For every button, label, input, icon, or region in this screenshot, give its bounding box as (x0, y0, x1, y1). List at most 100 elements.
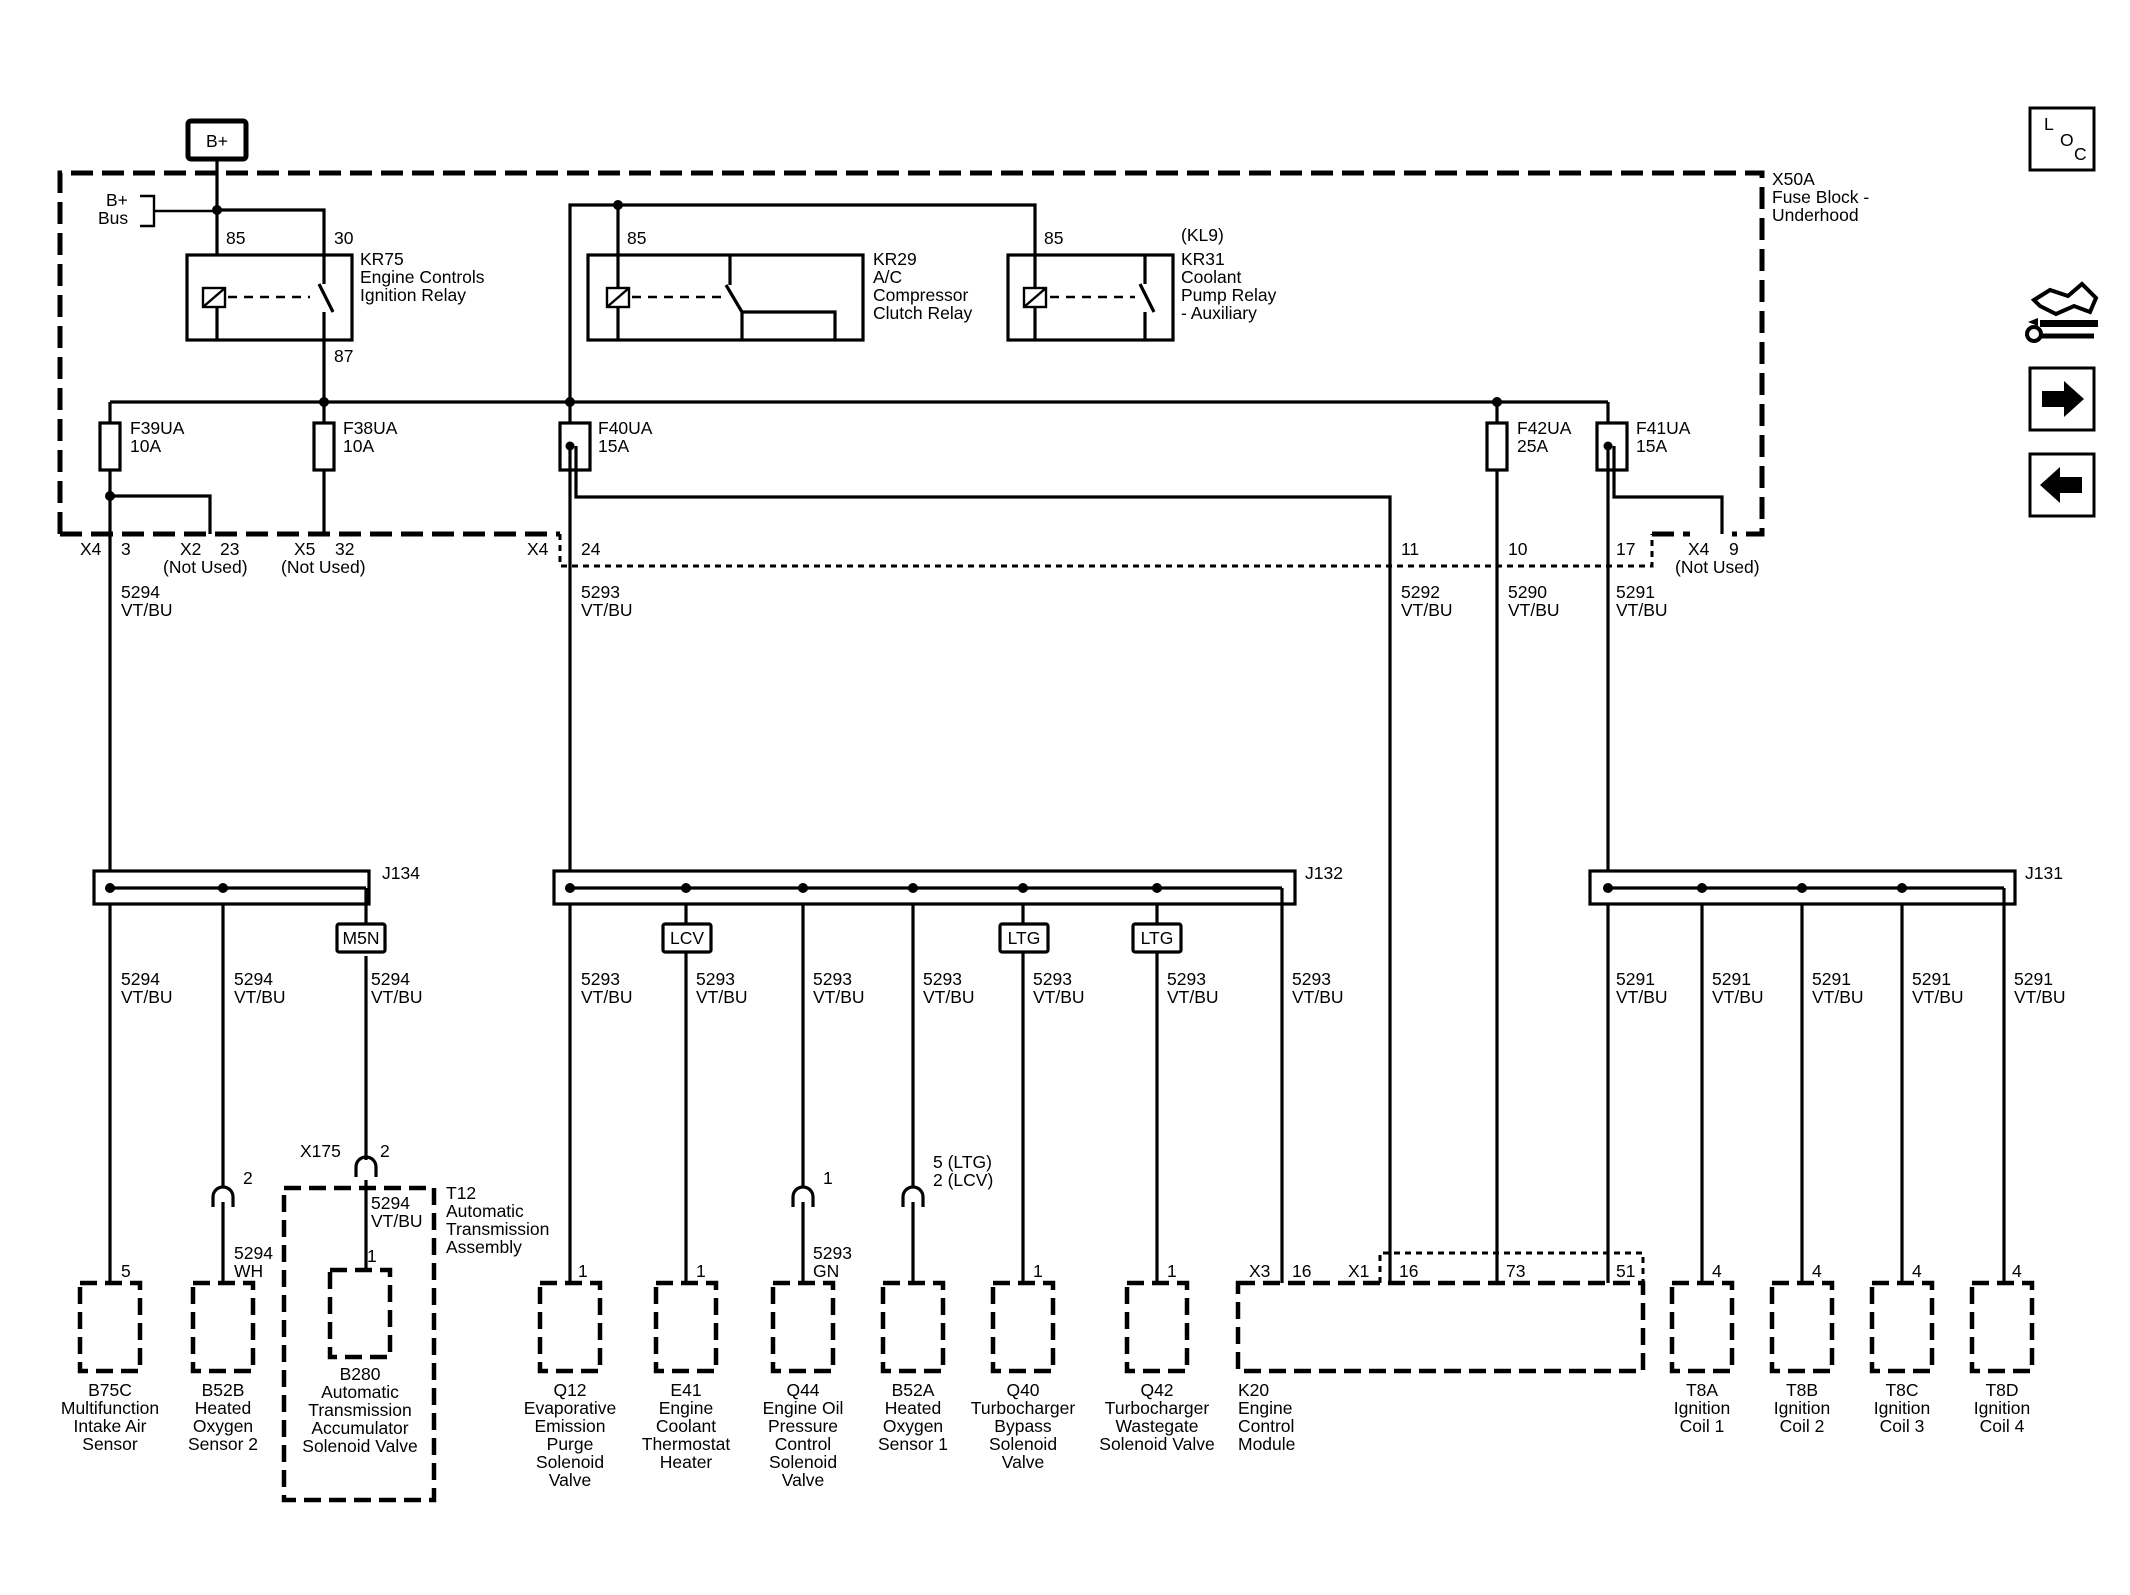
svg-text:K20: K20 (1238, 1380, 1269, 1400)
fuse-f39ua: F39UA 10A (98, 402, 212, 534)
svg-text:Turbocharger: Turbocharger (971, 1398, 1076, 1418)
kr29-desc-3: Clutch Relay (873, 303, 972, 323)
f38ua-rating: 10A (343, 436, 374, 456)
k20-ecm: X3 16 X1 16 73 51 (1235, 1251, 1646, 1374)
f41ua-rating: 15A (1636, 436, 1667, 456)
x4-pin-9: 9 (1729, 539, 1739, 559)
component-q44 (770, 1280, 836, 1374)
x2-conn: X2 (180, 539, 201, 559)
component-t8a: 4 (1669, 1261, 1735, 1374)
svg-text:Ignition: Ignition (1674, 1398, 1730, 1418)
svg-text:VT/BU: VT/BU (371, 987, 423, 1007)
x175-wire-color: VT/BU (371, 1211, 423, 1231)
svg-text:Heated: Heated (195, 1398, 251, 1418)
x4-conn-a: X4 (80, 539, 102, 559)
svg-text:5291: 5291 (1912, 969, 1951, 989)
svg-text:B75C: B75C (88, 1380, 132, 1400)
svg-text:Solenoid Valve: Solenoid Valve (1099, 1434, 1214, 1454)
svg-text:Q44: Q44 (786, 1380, 819, 1400)
svg-text:Q42: Q42 (1140, 1380, 1173, 1400)
svg-text:5293: 5293 (581, 969, 620, 989)
svg-text:Thermostat: Thermostat (642, 1434, 731, 1454)
svg-text:VT/BU: VT/BU (1167, 987, 1219, 1007)
q44-wire-circuit: 5293 (813, 1243, 852, 1263)
component-t8b: 4 (1769, 1261, 1835, 1374)
relay-kr31: 85 (KL9) KR31 Coolant Pump Relay - Auxil… (1006, 225, 1277, 342)
svg-text:Automatic: Automatic (321, 1382, 399, 1402)
svg-text:Emission: Emission (535, 1416, 606, 1436)
f38ua-id: F38UA (343, 418, 398, 438)
svg-text:Solenoid: Solenoid (989, 1434, 1057, 1454)
svg-text:Engine: Engine (1238, 1398, 1293, 1418)
inline-connectors (211, 1155, 925, 1207)
wire-5291-color: VT/BU (1616, 600, 1668, 620)
svg-text:VT/BU: VT/BU (1033, 987, 1085, 1007)
svg-text:Oxygen: Oxygen (193, 1416, 253, 1436)
svg-text:Q40: Q40 (1006, 1380, 1039, 1400)
x4-pin-24: 24 (581, 539, 601, 559)
svg-text:VT/BU: VT/BU (1616, 987, 1668, 1007)
b52a-conn-pin-ltg: 5 (LTG) (933, 1152, 992, 1172)
x2-pin-23: 23 (220, 539, 239, 559)
svg-text:VT/BU: VT/BU (696, 987, 748, 1007)
wire-5292-color: VT/BU (1401, 600, 1453, 620)
splice-j132: J132 (552, 863, 1343, 1283)
x2-not-used: (Not Used) (163, 557, 248, 577)
kr75-desc-1: Engine Controls (360, 267, 485, 287)
svg-text:4: 4 (1912, 1261, 1922, 1281)
locator-button[interactable]: L O C (2028, 106, 2096, 172)
svg-text:Module: Module (1238, 1434, 1295, 1454)
svg-text:4: 4 (2012, 1261, 2022, 1281)
bus-label-2: Bus (98, 208, 128, 228)
svg-text:VT/BU: VT/BU (923, 987, 975, 1007)
b52a-conn-pin-lcv: 2 (LCV) (933, 1170, 993, 1190)
k20-x1: X1 (1348, 1261, 1369, 1281)
svg-text:M5N: M5N (343, 928, 380, 948)
svg-text:T8D: T8D (1985, 1380, 2018, 1400)
tag-ltg-q40: LTG (998, 922, 1050, 954)
fuse-block-boundary (57, 170, 1765, 537)
svg-text:Transmission: Transmission (308, 1400, 411, 1420)
k20-x3: X3 (1249, 1261, 1270, 1281)
x5-conn: X5 (294, 539, 315, 559)
next-arrow-icon[interactable] (2028, 366, 2096, 432)
kr75-pin-87: 87 (334, 346, 353, 366)
back-arrow-icon[interactable] (2028, 452, 2096, 518)
svg-text:Solenoid Valve: Solenoid Valve (302, 1436, 417, 1456)
fuse-block-desc-2: Underhood (1772, 205, 1859, 225)
kr75-pin-30: 30 (334, 228, 354, 248)
svg-text:Ignition: Ignition (1874, 1398, 1930, 1418)
x175-pin: 2 (380, 1141, 390, 1161)
svg-text:LTG: LTG (1141, 928, 1174, 948)
svg-text:VT/BU: VT/BU (121, 987, 173, 1007)
component-b280: 1 (327, 1246, 393, 1360)
svg-text:Valve: Valve (1002, 1452, 1044, 1472)
k20-x1-73: 73 (1506, 1261, 1525, 1281)
x4-pin-10: 10 (1508, 539, 1528, 559)
j131-label: J131 (2025, 863, 2063, 883)
svg-text:5293: 5293 (1167, 969, 1206, 989)
svg-text:5293: 5293 (696, 969, 735, 989)
svg-text:5291: 5291 (1616, 969, 1655, 989)
svg-text:Heated: Heated (885, 1398, 941, 1418)
f42ua-rating: 25A (1517, 436, 1548, 456)
b52b-wire-color: WH (234, 1261, 263, 1281)
svg-text:5294: 5294 (121, 969, 160, 989)
svg-text:5293: 5293 (1033, 969, 1072, 989)
svg-text:5291: 5291 (2014, 969, 2053, 989)
t12-desc-1: Automatic (446, 1201, 524, 1221)
svg-text:Coolant: Coolant (656, 1416, 716, 1436)
wire-5292-circuit: 5292 (1401, 582, 1440, 602)
connector-end-view-icon[interactable] (2025, 281, 2099, 343)
k20-x3-16: 16 (1292, 1261, 1311, 1281)
svg-text:Sensor 1: Sensor 1 (878, 1434, 948, 1454)
x5-not-used: (Not Used) (281, 557, 366, 577)
svg-text:Engine Oil: Engine Oil (763, 1398, 844, 1418)
kr29-desc-1: A/C (873, 267, 902, 287)
svg-text:Coil 4: Coil 4 (1980, 1416, 2025, 1436)
kr29-pin-85: 85 (627, 228, 646, 248)
f40ua-id: F40UA (598, 418, 653, 438)
svg-text:4: 4 (1712, 1261, 1722, 1281)
